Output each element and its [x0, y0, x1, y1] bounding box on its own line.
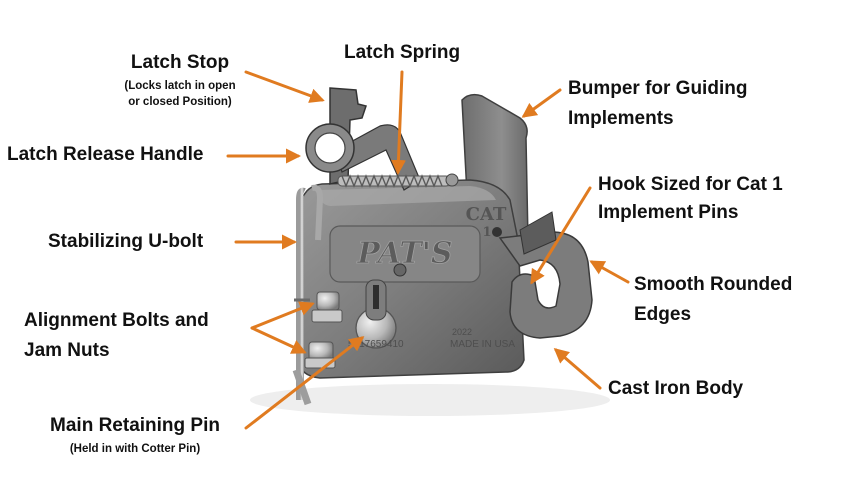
cat-emboss: CAT — [466, 204, 507, 225]
label-alignment-line2: Jam Nuts — [24, 340, 110, 361]
label-u-bolt: Stabilizing U-bolt — [48, 231, 204, 252]
code-emboss: 2022 — [452, 327, 472, 337]
alignment-bolts — [304, 291, 343, 369]
label-smooth-line2: Edges — [634, 304, 692, 325]
arrow-latch-spring — [390, 70, 406, 175]
hook — [498, 231, 593, 339]
arrow-bumper — [521, 88, 562, 118]
label-latch-spring: Latch Spring — [344, 42, 461, 63]
arrow-hook — [530, 186, 592, 285]
ground-shadow — [250, 384, 610, 416]
made-in-emboss: MADE IN USA — [450, 339, 515, 350]
top-face — [318, 186, 496, 206]
label-latch-stop-note-2: or closed Position) — [128, 96, 232, 108]
label-smooth-line1: Smooth Rounded — [634, 274, 793, 295]
arrow-cast-iron — [553, 348, 602, 390]
label-main-retaining-pin: Main Retaining Pin — [50, 415, 220, 436]
part-number-emboss: 5717659410 — [348, 339, 404, 350]
cat-hole — [492, 227, 502, 237]
arrow-alignment-2 — [250, 326, 307, 354]
handle-hole — [314, 132, 346, 164]
label-bumper-line2: Implements — [568, 108, 674, 129]
label-latch-stop-note-1: (Locks latch in open — [124, 80, 236, 92]
hitch-body — [292, 87, 593, 406]
label-cast-iron-body: Cast Iron Body — [608, 378, 744, 399]
label-main-retaining-pin-note: (Held in with Cotter Pin) — [69, 443, 201, 455]
label-latch-stop: Latch Stop — [130, 52, 230, 73]
label-bumper-line1: Bumper for Guiding — [568, 78, 748, 99]
brand-emboss: PAT'S — [356, 236, 452, 271]
arrow-main-pin — [244, 336, 365, 430]
label-hook-line1: Hook Sized for Cat 1 — [598, 174, 783, 195]
label-latch-release-handle: Latch Release Handle — [7, 144, 204, 165]
brand-panel — [329, 225, 481, 283]
main-retaining-pin — [355, 263, 407, 349]
label-alignment-line1: Alignment Bolts and — [24, 310, 209, 331]
arrow-smooth-edges — [589, 260, 630, 284]
arrow-latch-stop — [244, 70, 325, 103]
arrow-alignment-1 — [250, 301, 315, 330]
latch-spring — [337, 173, 459, 188]
cat-num-emboss: 1 — [482, 225, 491, 240]
u-bolt — [292, 184, 324, 406]
label-hook-line2: Implement Pins — [598, 202, 739, 223]
hook-flange — [519, 211, 557, 255]
